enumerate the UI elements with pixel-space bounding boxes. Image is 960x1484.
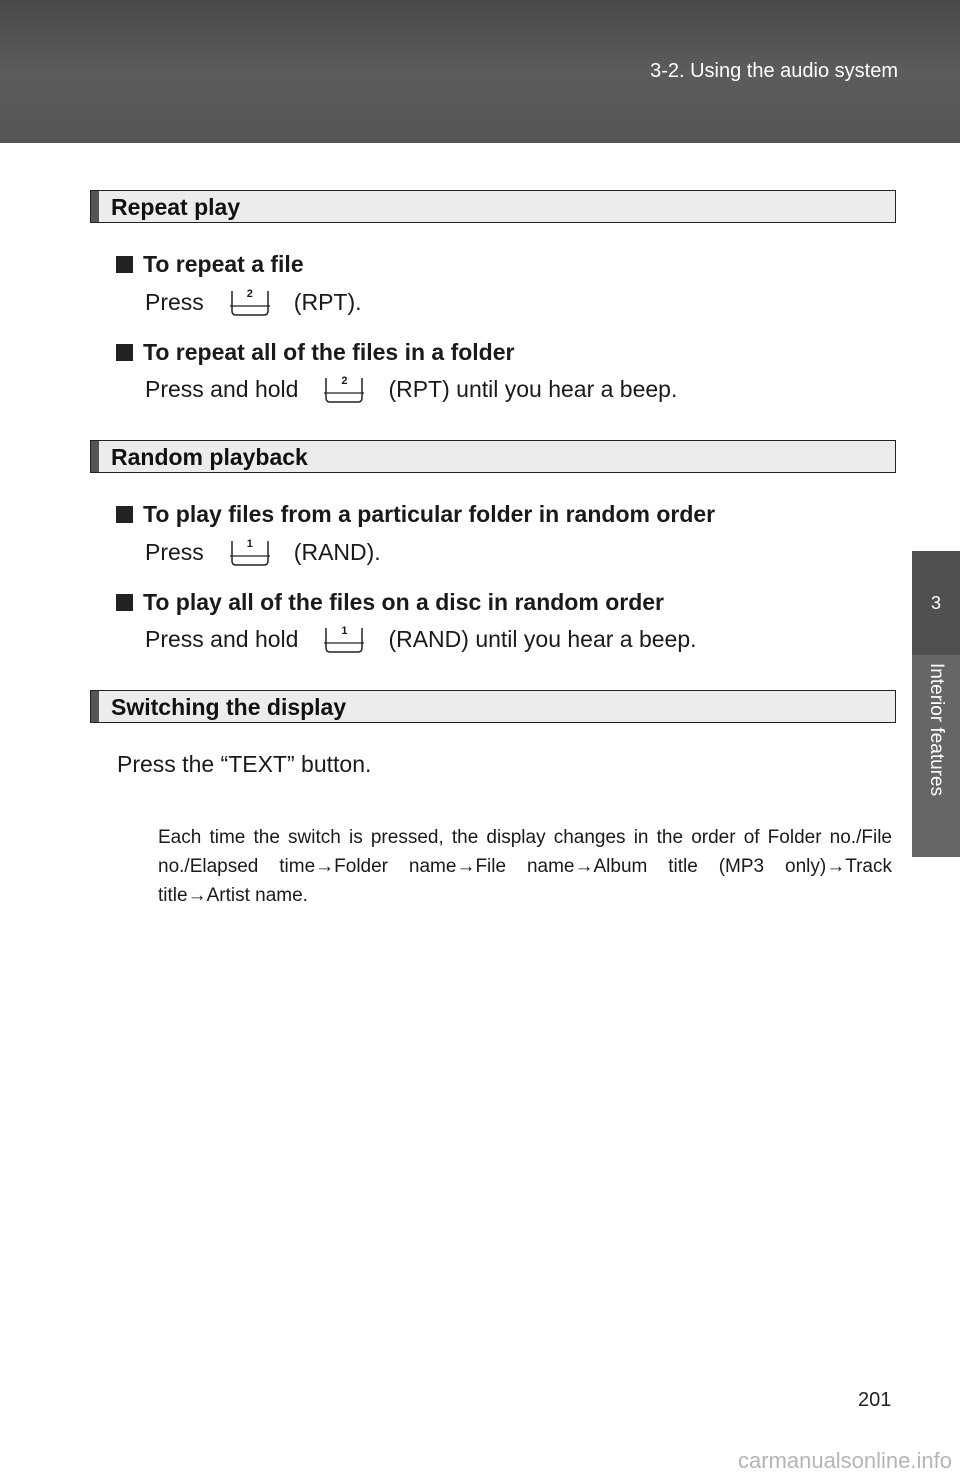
section-header-repeat: Repeat play [90,190,896,223]
section-title: Switching the display [111,694,347,720]
sub-heading-random-folder: To play files from a particular folder i… [116,501,715,528]
display-order-note: Each time the switch is pressed, the dis… [158,827,892,906]
bullet-square-icon [116,344,133,361]
preset-key-icon: 1 [228,537,272,567]
section-header-display: Switching the display [90,690,896,723]
instruction-rest: (RAND). [293,538,381,565]
key-number: 2 [246,288,253,300]
key-number: 1 [341,625,348,637]
instruction-rest: (RPT) until you hear a beep. [388,375,678,402]
instruction-rest: (RPT). [293,288,362,315]
instruction-display: Press the “TEXT” button. [117,751,371,778]
bullet-square-icon [116,256,133,273]
instruction-repeat-folder: Press and hold 2 (RPT) until you hear a … [145,374,677,404]
preset-key-icon: 2 [228,287,272,317]
page-header: 3-2. Using the audio system [0,0,960,143]
instruction-verb: Press [145,288,204,315]
instruction-verb: Press and hold [145,625,299,652]
section-title: Random playback [111,444,308,470]
preset-key-icon: 2 [322,374,366,404]
sub-heading-repeat-folder: To repeat all of the files in a folder [116,339,514,366]
header-section-title: 3-2. Using the audio system [650,60,898,82]
preset-key-icon: 1 [322,624,366,654]
instruction-text: Press the “TEXT” button. [117,751,372,777]
key-number: 2 [341,375,348,387]
instruction-verb: Press and hold [145,375,299,402]
page-number: 201 [858,1389,892,1411]
chapter-number: 3 [912,551,960,655]
instruction-verb: Press [145,538,204,565]
instruction-random-disc: Press and hold 1 (RAND) until you hear a… [145,624,697,654]
sub-heading-random-disc: To play all of the files on a disc in ra… [116,589,664,616]
sub-heading-text: To play files from a particular folder i… [143,501,716,527]
sub-heading-text: To play all of the files on a disc in ra… [143,589,664,615]
sub-heading-text: To repeat a file [143,251,304,277]
instruction-random-folder: Press 1 (RAND). [145,537,381,567]
chapter-side-tab: 3 Interior features [912,551,960,857]
sub-heading-repeat-file: To repeat a file [116,251,304,278]
key-number: 1 [246,538,253,550]
chapter-label: Interior features [926,663,947,797]
section-header-random: Random playback [90,440,896,473]
section-title: Repeat play [111,194,241,220]
bullet-square-icon [116,594,133,611]
sub-heading-text: To repeat all of the files in a folder [143,339,515,365]
instruction-repeat-file: Press 2 (RPT). [145,287,362,317]
bullet-square-icon [116,506,133,523]
instruction-rest: (RAND) until you hear a beep. [388,625,697,652]
watermark: carmanualsonline.info [737,1448,952,1473]
